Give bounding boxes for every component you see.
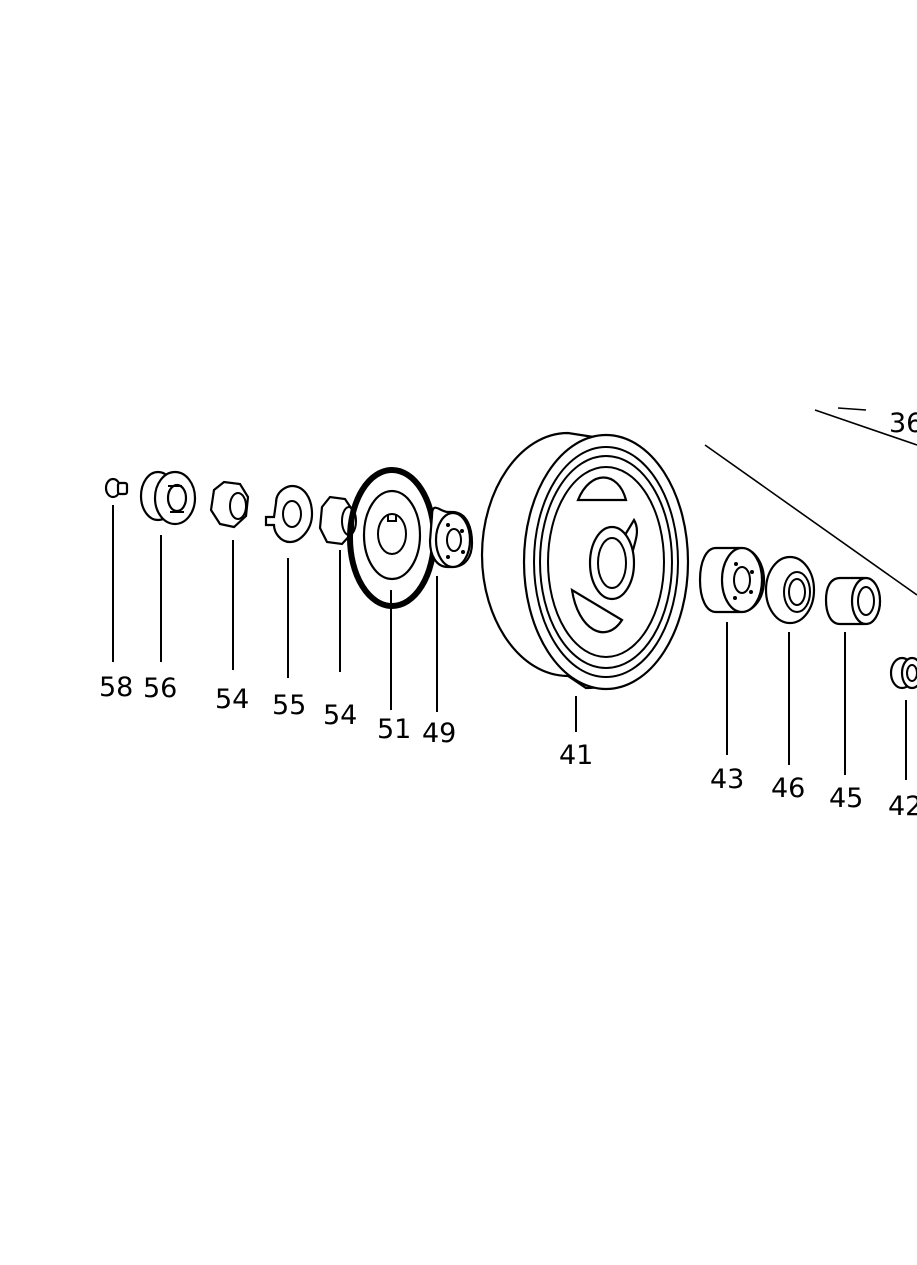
axis-guide-line xyxy=(704,444,917,596)
callout-41: 41 xyxy=(559,740,593,771)
callout-58: 58 xyxy=(99,672,133,703)
callout-54-left: 54 xyxy=(215,684,249,715)
callout-56: 56 xyxy=(143,673,177,704)
callout-36: 36 xyxy=(889,408,917,439)
part-51-keyed-washer xyxy=(362,489,422,581)
callout-55: 55 xyxy=(272,690,306,721)
callout-49: 49 xyxy=(422,718,456,749)
callout-46: 46 xyxy=(771,773,805,804)
part-43-flanged-hub xyxy=(698,546,766,614)
part-58-screw xyxy=(104,477,129,499)
part-54-hex-nut-left xyxy=(209,480,250,529)
part-55-tab-washer xyxy=(264,484,314,544)
callout-43: 43 xyxy=(710,764,744,795)
callout-51: 51 xyxy=(377,714,411,745)
part-56-slotted-sleeve xyxy=(139,470,197,526)
partial-label-mark xyxy=(837,407,867,411)
part-46-seal-ring xyxy=(764,555,816,625)
leader-line-36 xyxy=(814,409,917,446)
part-45-bushing xyxy=(824,576,882,626)
part-49-spacer-hub xyxy=(428,506,474,569)
callout-42: 42 xyxy=(888,791,917,822)
callout-45: 45 xyxy=(829,783,863,814)
part-42-small-bushing xyxy=(889,656,917,690)
callout-54-right: 54 xyxy=(323,700,357,731)
leader-lines xyxy=(112,505,907,780)
part-41-pulley xyxy=(480,431,690,691)
